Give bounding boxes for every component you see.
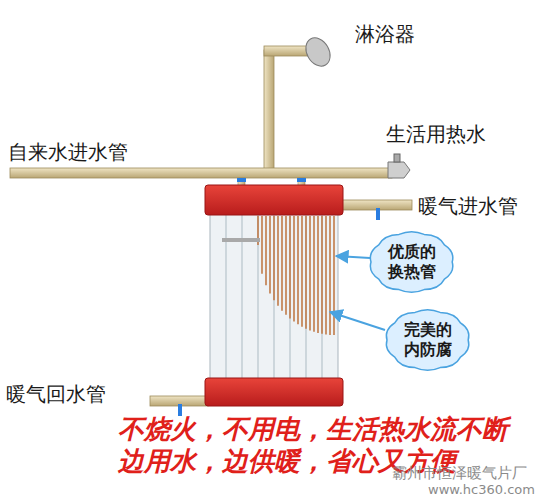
heat-exchange-tube: [285, 216, 287, 315]
top-header: [205, 185, 343, 215]
cloud-callout: 完美的 内防腐: [382, 306, 473, 374]
valve: [376, 208, 380, 220]
water-inlet-pipe: [10, 168, 392, 178]
faucet: [388, 162, 410, 178]
heat-exchange-tube: [325, 216, 327, 335]
heat-exchange-tube: [321, 216, 323, 334]
radiator-column: [321, 215, 322, 378]
shower-pipe: [264, 50, 274, 172]
heat-exchange-tube: [309, 216, 311, 330]
leader-arrow: [330, 312, 385, 330]
radiator-column: [305, 215, 306, 378]
watermark: www.hc360.com: [428, 482, 535, 498]
heat-exchange-tube: [261, 216, 263, 274]
shower-pipe: [264, 46, 308, 56]
heat-exchange-tube: [333, 216, 335, 335]
heat-exchange-tube: [269, 216, 271, 294]
part-label: 暖气进水管: [418, 194, 518, 218]
heat-exchange-tube: [293, 216, 295, 322]
part-label: 生活用热水: [386, 122, 486, 146]
heat-exchange-tube: [281, 216, 283, 311]
heat-exchange-tube: [277, 216, 279, 306]
leader-arrow: [336, 256, 370, 258]
heat-exchange-tube: [297, 216, 299, 324]
radiator-body: [210, 212, 338, 382]
rod: [222, 238, 260, 242]
part-label: 暖气回水管: [6, 382, 106, 406]
cloud-outline: [387, 310, 469, 371]
heat-exchange-tube: [301, 216, 303, 327]
part-label: 淋浴器: [355, 22, 415, 46]
heat-exchange-tube: [313, 216, 315, 332]
valve: [237, 178, 246, 182]
callout-text: 完美的 内防腐: [402, 320, 453, 360]
cloud-outline: [371, 232, 453, 293]
radiator-column: [289, 215, 290, 378]
bottom-header: [205, 378, 343, 406]
part-label: 自来水进水管: [8, 140, 128, 164]
radiator-column: [273, 215, 274, 378]
slogan: 不烧火，不用电，生活热水流不断: [118, 414, 508, 445]
callout-text: 优质的 换热管: [386, 242, 437, 282]
heat-exchange-tube: [265, 216, 267, 285]
heat-exchange-tube: [305, 216, 307, 329]
heat-exchange-tube: [273, 216, 275, 300]
heat-exchange-tube: [317, 216, 319, 333]
valve: [297, 178, 306, 182]
cloud-callout: 优质的 换热管: [366, 228, 457, 296]
faucet-handle: [394, 154, 400, 162]
heat-exchange-tube: [289, 216, 291, 318]
watermark: 霸州市恒泽暖气片厂: [392, 464, 527, 482]
shower-head: [301, 34, 335, 71]
heat-exchange-tube: [329, 216, 331, 335]
